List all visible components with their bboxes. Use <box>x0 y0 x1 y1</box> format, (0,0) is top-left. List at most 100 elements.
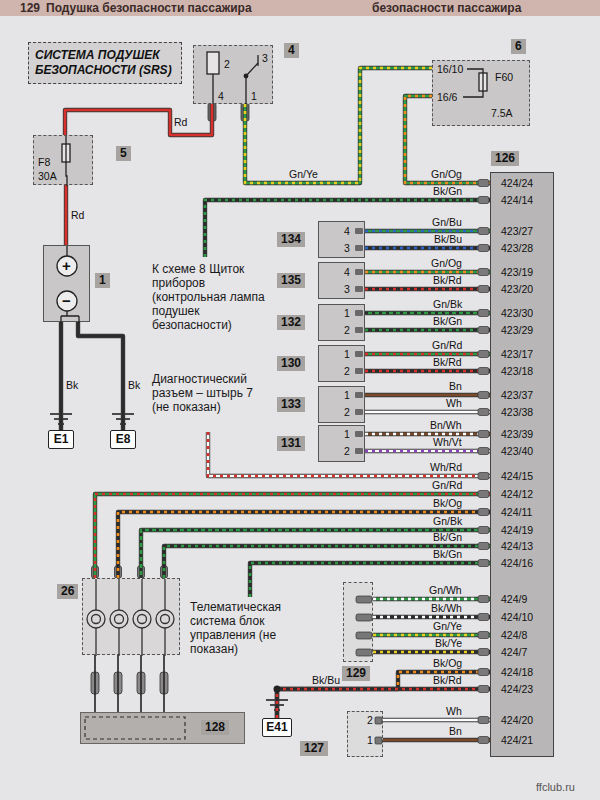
pin-number: 423/37 <box>501 389 533 401</box>
component-symbol <box>319 305 366 342</box>
note: К схеме 8 Щиток приборов (контрольная ла… <box>152 262 270 332</box>
callout-number: 5 <box>116 146 131 161</box>
callout-number: 134 <box>277 232 305 247</box>
wire-core <box>365 394 490 397</box>
pin-terminal <box>478 560 489 567</box>
pin-terminal <box>478 180 489 187</box>
wire <box>61 322 62 430</box>
wire-color-code: Gn/Rd <box>432 339 462 351</box>
pin-number: 424/14 <box>501 194 533 206</box>
component-symbol <box>319 426 366 463</box>
component-symbol <box>319 263 366 300</box>
wire <box>365 392 490 399</box>
wire <box>164 543 490 579</box>
wire-core <box>65 104 212 135</box>
note: Диагностический разъем – штырь 7 (не пок… <box>152 372 270 414</box>
pin-number: 2 <box>344 365 350 377</box>
wire-core <box>373 616 490 619</box>
pin-number: 424/19 <box>501 524 533 536</box>
wire-stripe <box>365 312 490 315</box>
pin-number: 16/6 <box>437 91 457 103</box>
pin-terminal <box>478 717 489 724</box>
pin-terminal <box>478 632 489 639</box>
callout-number: 135 <box>277 273 305 288</box>
wire-stripe <box>277 672 490 718</box>
pin-terminal <box>478 431 489 438</box>
pin-number: 3 <box>344 242 350 254</box>
pin-terminal <box>478 310 489 317</box>
pin-number: 423/20 <box>501 283 533 295</box>
pin-number: 3 <box>262 52 268 64</box>
wire-core <box>60 322 63 430</box>
wire-core <box>383 739 490 742</box>
wire <box>95 491 490 579</box>
wire-core <box>365 329 490 332</box>
pin-terminal <box>478 327 489 334</box>
wire-core <box>365 433 490 436</box>
pin-terminal <box>478 614 489 621</box>
ground-label: E8 <box>111 432 135 447</box>
pin-number: 423/39 <box>501 428 533 440</box>
wire-outline <box>59 322 63 430</box>
wire <box>365 269 490 276</box>
wire-color-code: Bk/Rd <box>433 274 462 286</box>
connector-block: 13112 <box>318 425 365 462</box>
wire-color-code: Bk/Gn <box>433 531 462 543</box>
wire-outline <box>365 328 490 332</box>
fuse-name: F8 <box>38 156 50 168</box>
wire-core <box>365 247 490 250</box>
wire-color-code: Rd <box>71 209 84 221</box>
wire-color-code: Bk/Bu <box>312 674 340 686</box>
pin-number: 424/11 <box>501 506 532 518</box>
wire-stripe <box>365 450 490 453</box>
wire-core <box>141 530 490 578</box>
wire-outline <box>65 104 212 135</box>
callout-number: 131 <box>277 436 305 451</box>
wire-outline <box>365 287 490 291</box>
wire-stripe <box>365 433 490 436</box>
pin-terminal <box>478 448 489 455</box>
pin-terminal <box>478 269 489 276</box>
wire-stripe <box>118 512 490 578</box>
wire-color-code: Bk/Gn <box>433 185 462 197</box>
wire-core <box>277 689 490 718</box>
wire-color-code: Wh/Rd <box>430 461 462 473</box>
pin-terminal <box>478 686 489 693</box>
callout-number: 4 <box>284 43 299 58</box>
page-number: 129 <box>20 1 40 15</box>
wire-core <box>365 411 490 414</box>
watermark: ffclub.ru <box>536 781 575 794</box>
callout-number: 6 <box>511 39 526 54</box>
wire-core <box>373 598 490 601</box>
pin-number: 424/20 <box>501 714 533 726</box>
wire-core <box>365 450 490 453</box>
component-symbol <box>348 712 384 758</box>
pin-number: 423/18 <box>501 365 533 377</box>
pin-terminal <box>478 197 489 204</box>
connector-block: 13443 <box>318 221 365 258</box>
callout-number: 133 <box>277 397 305 412</box>
wire-color-code: Gn/Ye <box>433 620 462 632</box>
wire-stripe <box>365 288 490 291</box>
pin-terminal <box>478 245 489 252</box>
wire-outline <box>118 512 490 578</box>
wire-core <box>365 370 490 373</box>
diagram-title: СИСТЕМА ПОДУШЕК БЕЗОПАСНОСТИ (SRS) <box>28 42 182 84</box>
pin-terminal <box>478 491 489 498</box>
wire-outline <box>365 270 490 274</box>
wire <box>365 368 490 375</box>
wire-color-code: Gn/Wh <box>429 584 462 596</box>
wire-core <box>373 634 490 637</box>
wire <box>118 509 490 579</box>
seat-sensor: 129 <box>343 582 373 662</box>
wire-color-code: Gn/Bk <box>433 515 462 527</box>
clock-spring: 26 <box>82 578 180 655</box>
component-symbol <box>319 346 366 383</box>
wire <box>365 431 490 438</box>
callout-number: 126 <box>491 151 519 166</box>
connector-block: 13212 <box>318 304 365 341</box>
wire-stripe <box>365 329 490 332</box>
wire <box>277 669 490 719</box>
wire <box>365 327 490 334</box>
